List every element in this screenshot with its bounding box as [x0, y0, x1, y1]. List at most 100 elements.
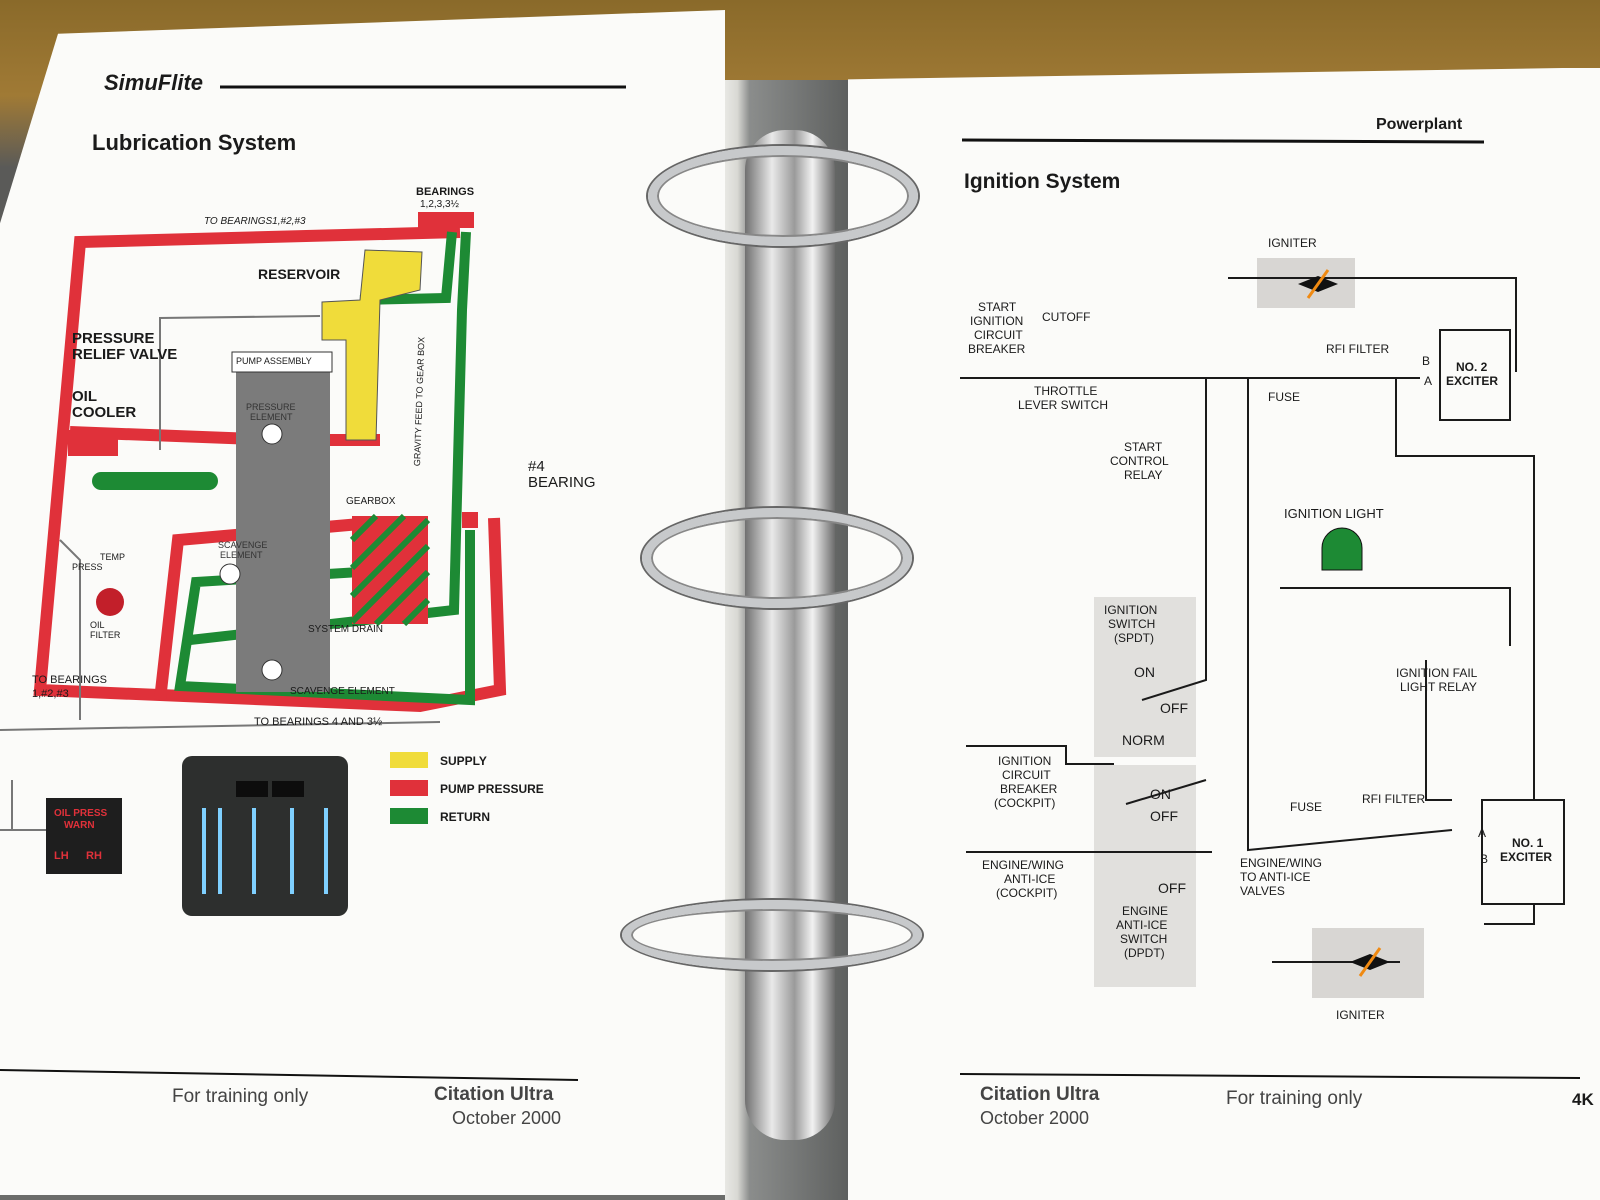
label-start-relay3: RELAY [1124, 468, 1163, 482]
left-footer-note: For training only [172, 1086, 309, 1107]
legend-return-swatch [390, 808, 428, 824]
label-no2-a: A [1424, 374, 1433, 388]
igniter-bottom-arrow2-icon [1370, 954, 1390, 970]
label-scavenge-element2: ELEMENT [220, 550, 263, 560]
oil-press-warn-panel [46, 798, 122, 874]
label-start-cb1: START [978, 300, 1017, 314]
legend-supply-swatch [390, 752, 428, 768]
label-start-cb2: IGNITION [970, 314, 1024, 328]
label-ign-norm: NORM [1122, 732, 1165, 748]
label-fuse-top: FUSE [1268, 390, 1301, 404]
pump-assembly-label-box [231, 351, 333, 373]
indicator-bar [92, 472, 218, 490]
label-ign-sw2: SWITCH [1108, 617, 1156, 631]
pressure-element-icon [261, 423, 283, 445]
anti-ice-switch-box [1094, 765, 1196, 987]
label-cutoff: CUTOFF [1042, 310, 1091, 324]
label-ign-sw1: IGNITION [1104, 603, 1158, 617]
ring-mechanism [745, 130, 835, 1140]
label-bearing4a: #4 [528, 458, 545, 475]
label-pressure-element2: ELEMENT [250, 412, 293, 422]
label-ign-off: OFF [1160, 700, 1188, 716]
label-to-valves3: VALVES [1240, 884, 1285, 898]
label-rfi-top: RFI FILTER [1326, 342, 1390, 356]
label-eng-wing1: ENGINE/WING [982, 858, 1065, 872]
label-oil: OIL [72, 388, 97, 405]
ignition-switch-box [1094, 597, 1196, 757]
gauge-bars [202, 781, 328, 894]
label-pressure-relief: PRESSURE [72, 330, 155, 347]
label-eng-wing3: (COCKPIT) [996, 886, 1058, 900]
label-no1-b: B [1480, 852, 1489, 866]
label-ignition-light: IGNITION LIGHT [1284, 506, 1384, 521]
label-fail-relay1: IGNITION FAIL [1396, 666, 1478, 680]
label-eai-sw3: SWITCH [1120, 932, 1168, 946]
label-to-bearings-4: TO BEARINGS 4 AND 3½ [254, 716, 383, 728]
label-eai-sw1: ENGINE [1122, 904, 1169, 918]
label-icb1: IGNITION [998, 754, 1052, 768]
label-no1-exciter2: EXCITER [1500, 850, 1553, 864]
label-ign-sw3: (SPDT) [1114, 631, 1154, 645]
label-lh: LH [54, 850, 69, 862]
label-eai-sw2: ANTI-ICE [1116, 918, 1168, 932]
legend-pressure-swatch [390, 780, 428, 796]
ignition-light-icon [1321, 527, 1363, 571]
label-throttle1: THROTTLE [1034, 384, 1098, 398]
brand-logo: SimuFlite [104, 70, 204, 95]
label-to-valves2: TO ANTI-ICE [1240, 870, 1311, 884]
label-temp: TEMP [100, 552, 126, 562]
oil-cooler-shape [68, 430, 118, 456]
engine-instrument-panel [182, 756, 348, 916]
label-fail-relay2: LIGHT RELAY [1400, 680, 1477, 694]
label-system-drain: SYSTEM DRAIN [308, 624, 384, 635]
label-pump-assembly: PUMP ASSEMBLY [236, 356, 312, 366]
label-igniter-bottom: IGNITER [1336, 1008, 1385, 1022]
label-icb3: BREAKER [1000, 782, 1058, 796]
reservoir-shape [321, 249, 423, 441]
label-no1-a: A [1478, 826, 1487, 840]
igniter-bottom-arrow-icon [1350, 954, 1370, 970]
igniter-top-arrow-icon [1298, 276, 1318, 292]
scavenge-element-icon [219, 563, 241, 585]
legend-return: RETURN [440, 810, 490, 824]
label-scavenge-element-b: SCAVENGE ELEMENT [290, 686, 395, 697]
spark-bottom-icon [1358, 947, 1382, 977]
temp-sensor-icon [96, 588, 124, 616]
right-footer-model: Citation Ultra [980, 1084, 1100, 1105]
label-start-relay2: CONTROL [1110, 454, 1169, 468]
section-heading: Powerplant [1376, 116, 1463, 133]
bearing4-box [462, 512, 478, 528]
label-eai-off2: OFF [1158, 880, 1186, 896]
label-no2-exciter2: EXCITER [1446, 374, 1499, 388]
label-start-cb4: BREAKER [968, 342, 1026, 356]
label-rfi-bottom: RFI FILTER [1362, 792, 1426, 806]
left-footer-date: October 2000 [452, 1108, 562, 1128]
label-no1-exciter1: NO. 1 [1512, 836, 1544, 850]
label-press: PRESS [72, 562, 103, 572]
label-eng-wing2: ANTI-ICE [1004, 872, 1056, 886]
label-start-cb3: CIRCUIT [974, 328, 1023, 342]
label-relief-valve: RELIEF VALVE [72, 346, 178, 363]
legend-pump-pressure: PUMP PRESSURE [440, 782, 544, 796]
label-ign-on: ON [1134, 664, 1155, 680]
label-oil-press-warn2: WARN [64, 820, 95, 831]
igniter-top-arrow2-icon [1318, 276, 1338, 292]
label-cooler: COOLER [72, 404, 137, 421]
label-no2-exciter1: NO. 2 [1456, 360, 1488, 374]
label-to-bearings-bottom: TO BEARINGS [32, 674, 107, 686]
label-no2-b: B [1422, 354, 1431, 368]
binder-ring-top [648, 146, 918, 246]
label-igniter-top: IGNITER [1268, 236, 1317, 250]
label-icb2: CIRCUIT [1002, 768, 1051, 782]
label-fuse-bottom: FUSE [1290, 800, 1323, 814]
legend-supply: SUPPLY [440, 754, 487, 768]
bearings-box [418, 212, 474, 228]
signal-lines [0, 315, 441, 831]
label-reservoir: RESERVOIR [258, 266, 341, 282]
label-bearings: BEARINGS [416, 186, 475, 198]
label-throttle2: LEVER SWITCH [1018, 398, 1109, 412]
binder-ring-bottom [622, 900, 922, 970]
right-footer-date: October 2000 [980, 1108, 1090, 1128]
